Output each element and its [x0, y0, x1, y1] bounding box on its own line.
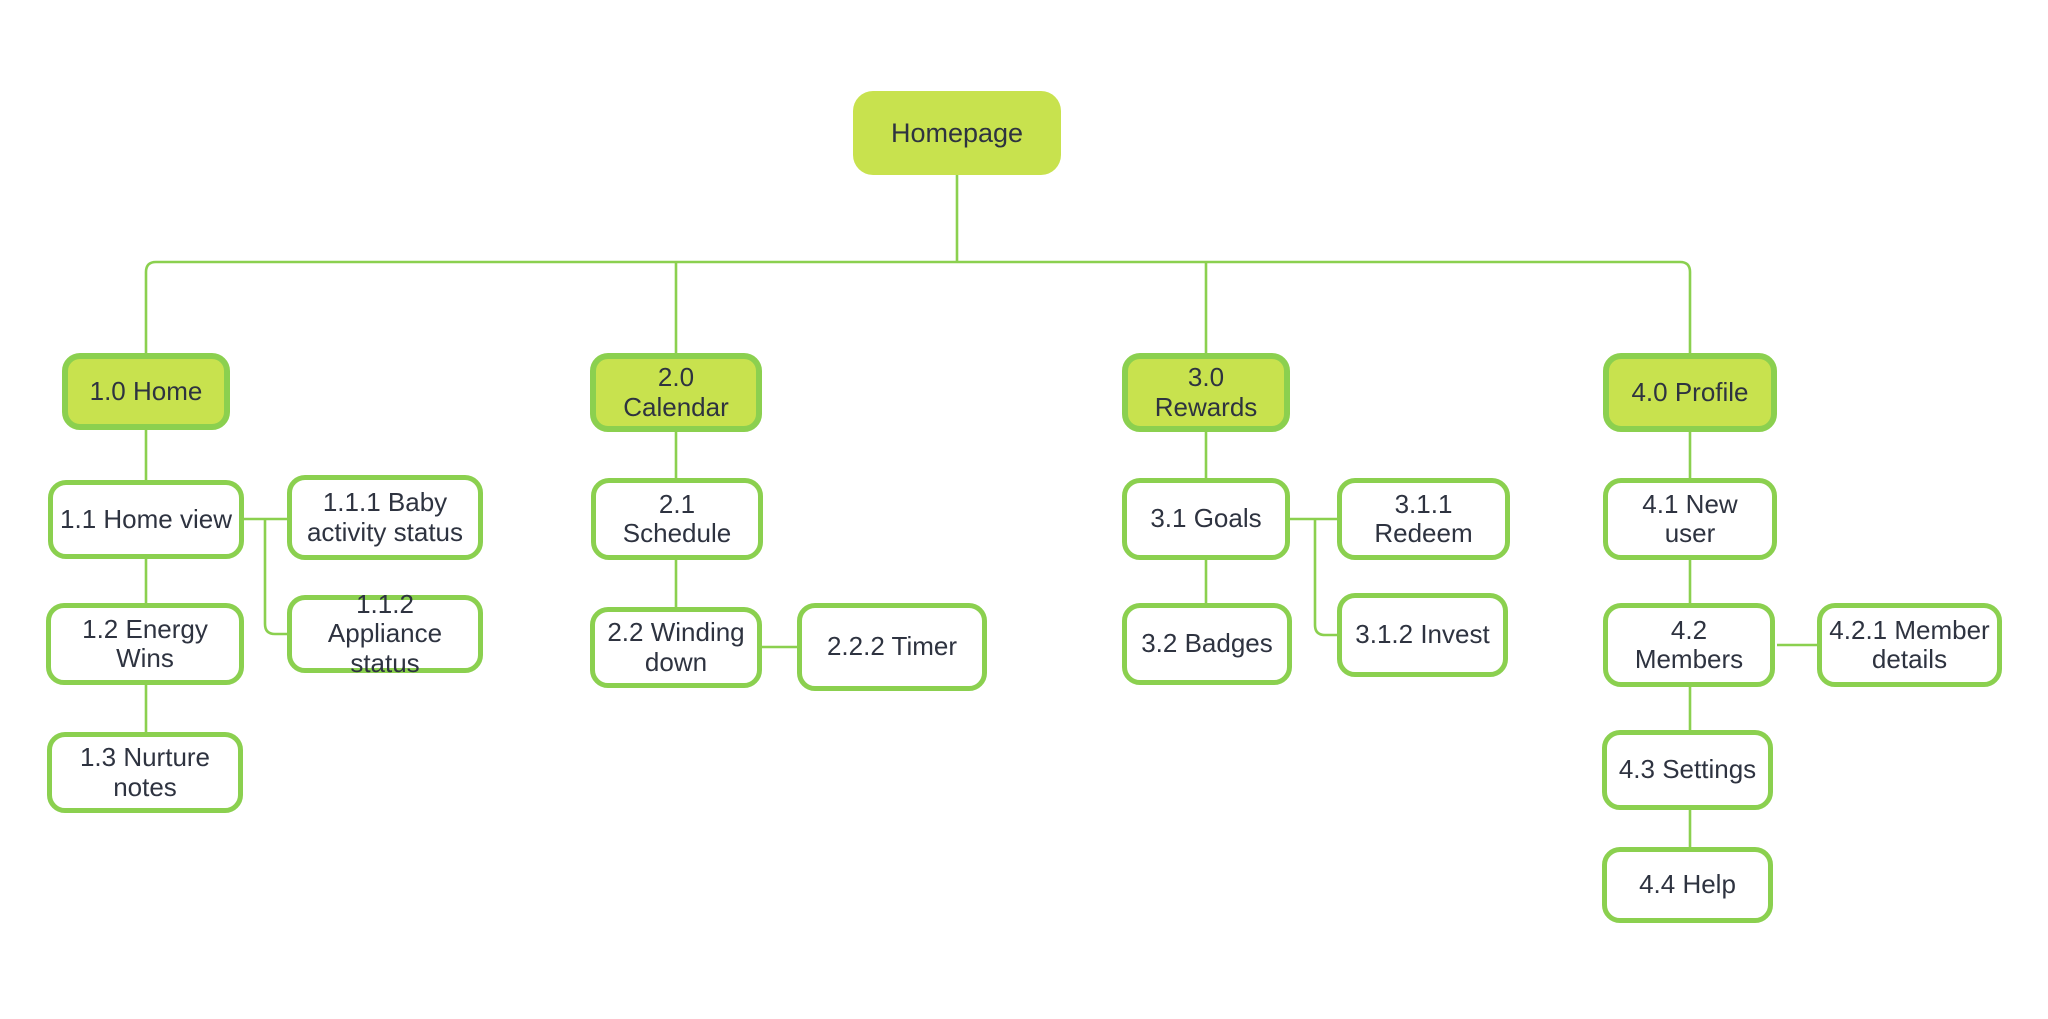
node-4-2-1-member-details[interactable]: 4.2.1 Member details [1817, 603, 2002, 687]
connector-3-1-to-3-1-2 [1313, 519, 1337, 637]
node-2-1-schedule[interactable]: 2.1 Schedule [591, 478, 763, 560]
node-1-0-home-label: 1.0 Home [89, 375, 203, 406]
node-3-1-1-redeem-label: 3.1.1 Redeem [1374, 488, 1473, 548]
node-4-0-profile-label: 4.0 Profile [1631, 376, 1749, 407]
node-4-2-members-label: 4.2 Members [1634, 614, 1744, 674]
node-3-0-rewards-label: 3.0 Rewards [1154, 362, 1258, 422]
node-1-1-1-baby-activity-status[interactable]: 1.1.1 Baby activity status [287, 475, 483, 560]
node-1-2-energy-wins[interactable]: 1.2 Energy Wins [46, 603, 244, 685]
node-4-3-settings[interactable]: 4.3 Settings [1602, 730, 1773, 810]
node-2-0-calendar[interactable]: 2.0 Calendar [590, 353, 762, 432]
node-1-0-home[interactable]: 1.0 Home [62, 353, 230, 430]
node-4-1-new-user[interactable]: 4.1 New user [1603, 478, 1777, 560]
node-3-1-1-redeem[interactable]: 3.1.1 Redeem [1337, 478, 1510, 560]
node-1-1-home-view-label: 1.1 Home view [60, 503, 232, 534]
node-2-1-schedule-label: 2.1 Schedule [622, 488, 732, 548]
node-4-3-settings-label: 4.3 Settings [1618, 754, 1757, 785]
node-2-2-2-timer-label: 2.2.2 Timer [826, 631, 958, 662]
node-4-2-1-member-details-label: 4.2.1 Member details [1829, 614, 1990, 674]
node-3-2-badges-label: 3.2 Badges [1141, 628, 1273, 659]
node-4-2-members[interactable]: 4.2 Members [1603, 603, 1775, 687]
node-1-1-2-appliance-status-label: 1.1.2 Appliance status [327, 588, 443, 678]
node-1-1-home-view[interactable]: 1.1 Home view [48, 480, 244, 559]
node-1-3-nurture-notes[interactable]: 1.3 Nurture notes [47, 732, 243, 813]
node-1-2-energy-wins-label: 1.2 Energy Wins [82, 613, 208, 673]
node-2-0-calendar-label: 2.0 Calendar [623, 362, 729, 422]
node-2-2-winding-down-label: 2.2 Winding down [607, 617, 745, 677]
node-homepage[interactable]: Homepage [853, 91, 1061, 175]
node-3-0-rewards[interactable]: 3.0 Rewards [1122, 353, 1290, 432]
node-3-1-2-invest-label: 3.1.2 Invest [1355, 619, 1490, 650]
node-3-2-badges[interactable]: 3.2 Badges [1122, 603, 1292, 685]
node-2-2-2-timer[interactable]: 2.2.2 Timer [797, 603, 987, 691]
connector-main-bar [144, 260, 1692, 353]
node-2-2-winding-down[interactable]: 2.2 Winding down [590, 607, 762, 688]
node-4-4-help-label: 4.4 Help [1639, 869, 1736, 900]
node-1-3-nurture-notes-label: 1.3 Nurture notes [79, 742, 211, 802]
node-1-1-2-appliance-status[interactable]: 1.1.2 Appliance status [287, 589, 483, 677]
node-3-1-2-invest[interactable]: 3.1.2 Invest [1337, 593, 1508, 677]
connector-1-1-to-1-1-2 [263, 519, 287, 636]
node-homepage-label: Homepage [890, 117, 1024, 148]
node-4-4-help[interactable]: 4.4 Help [1602, 847, 1773, 923]
node-4-0-profile[interactable]: 4.0 Profile [1603, 353, 1777, 432]
node-1-1-1-baby-activity-status-label: 1.1.1 Baby activity status [306, 487, 464, 547]
node-4-1-new-user-label: 4.1 New user [1642, 488, 1738, 548]
node-3-1-goals-label: 3.1 Goals [1150, 503, 1262, 534]
node-3-1-goals[interactable]: 3.1 Goals [1122, 478, 1290, 560]
